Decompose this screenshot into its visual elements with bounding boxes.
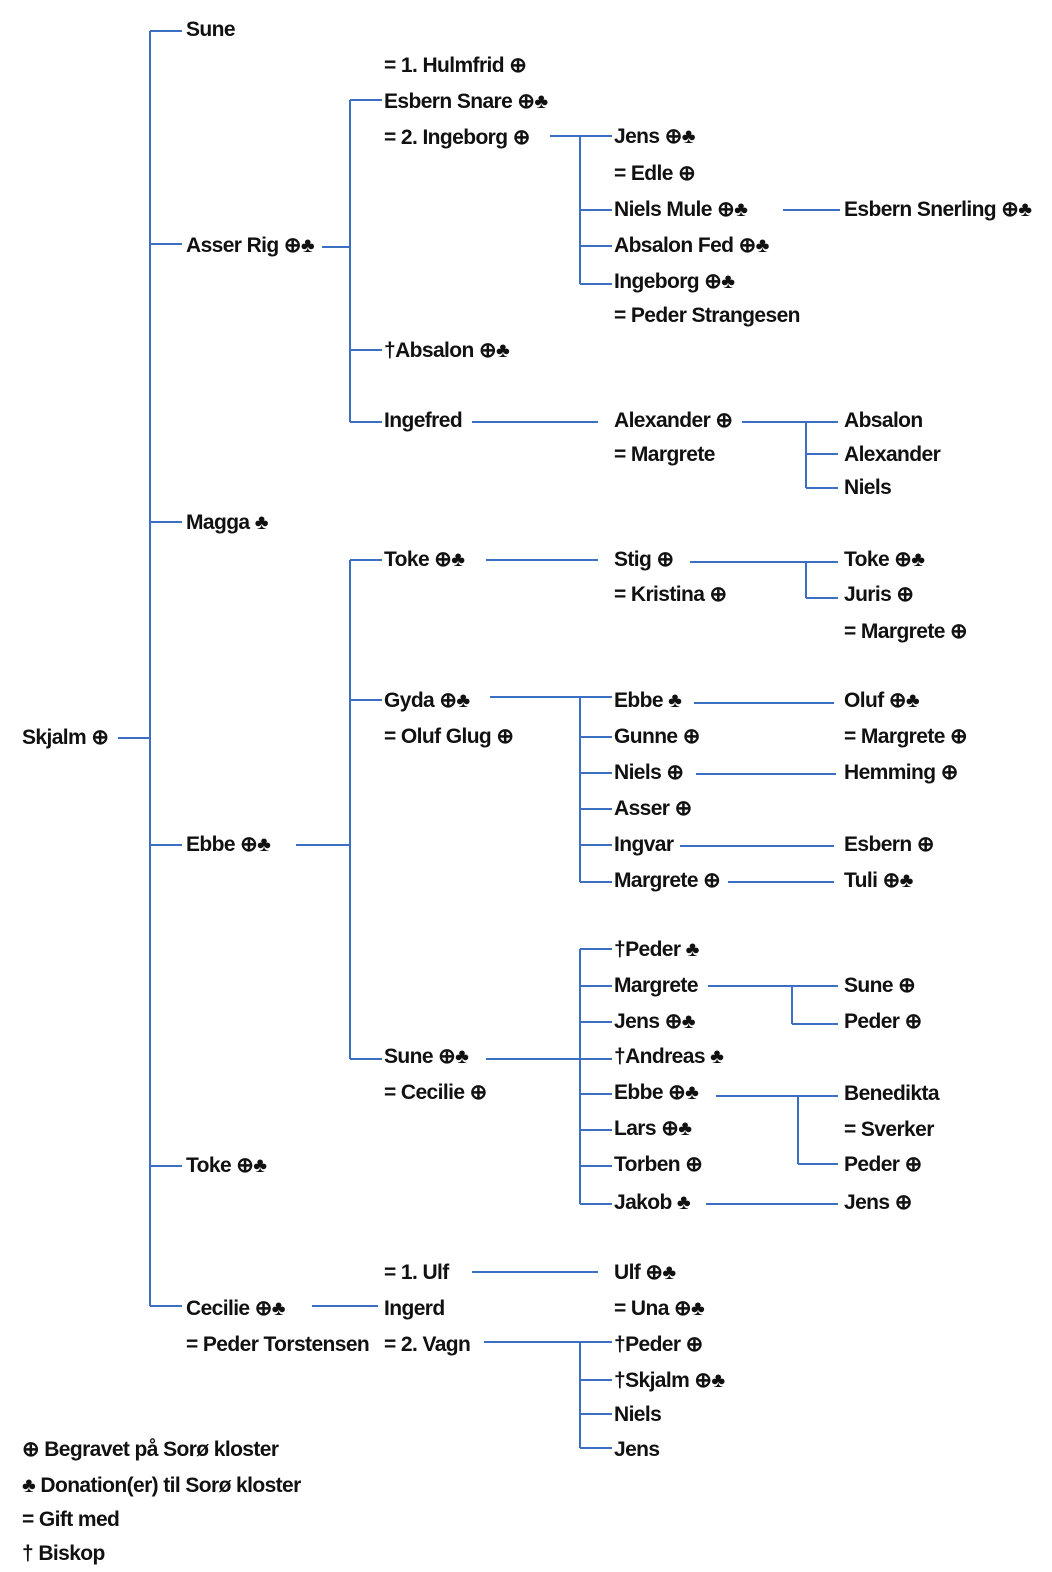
person-margrete-sune: Margrete — [614, 974, 698, 997]
spouse-ulf: = 1. Ulf — [384, 1261, 450, 1284]
person-jens-vagn: Jens — [614, 1438, 659, 1461]
person-benedikta: Benedikta — [844, 1082, 940, 1105]
spouse-peder-torstensen: = Peder Torstensen — [186, 1333, 369, 1356]
person-oluf: Oluf ⊕♣ — [844, 689, 920, 712]
person-ebbe: Ebbe ⊕♣ — [186, 833, 271, 856]
person-toke: Toke ⊕♣ — [186, 1154, 267, 1177]
person-sune-margrete: Sune ⊕ — [844, 974, 915, 997]
legend-donation: ♣ Donation(er) til Sorø kloster — [22, 1474, 301, 1497]
person-hemming: Hemming ⊕ — [844, 761, 958, 784]
spouse-sverker: = Sverker — [844, 1118, 934, 1141]
spouse-margrete-juris: = Margrete ⊕ — [844, 620, 967, 643]
spouse-cecilie: = Cecilie ⊕ — [384, 1081, 487, 1104]
person-jens: Jens ⊕♣ — [614, 125, 696, 148]
person-andreas-bishop: †Andreas ♣ — [614, 1045, 724, 1068]
person-peder-margrete: Peder ⊕ — [844, 1010, 922, 1033]
person-jakob: Jakob ♣ — [614, 1191, 691, 1214]
person-tuli: Tuli ⊕♣ — [844, 869, 914, 892]
person-niels-gyda: Niels ⊕ — [614, 761, 683, 784]
person-ebbe-gyda: Ebbe ♣ — [614, 689, 682, 712]
person-peder-bishop: †Peder ♣ — [614, 938, 700, 961]
person-ingvar: Ingvar — [614, 833, 674, 856]
spouse-vagn: = 2. Vagn — [384, 1333, 470, 1356]
person-lars: Lars ⊕♣ — [614, 1117, 692, 1140]
person-sune-ebbe: Sune ⊕♣ — [384, 1045, 469, 1068]
spouse-peder-strangesen: = Peder Strangesen — [614, 304, 800, 327]
person-alexander-jr: Alexander — [844, 443, 941, 466]
spouse-edle: = Edle ⊕ — [614, 162, 695, 185]
person-stig: Stig ⊕ — [614, 548, 674, 571]
spouse-margrete-oluf: = Margrete ⊕ — [844, 725, 967, 748]
person-asser: Asser ⊕ — [614, 797, 692, 820]
legend-bishop: † Biskop — [22, 1542, 105, 1565]
person-ingefred: Ingefred — [384, 409, 462, 432]
spouse-ingeborg: = 2. Ingeborg ⊕ — [384, 126, 530, 149]
person-jens-sune: Jens ⊕♣ — [614, 1010, 696, 1033]
person-skjalm: Skjalm ⊕ — [22, 726, 108, 749]
person-absalon-fed: Absalon Fed ⊕♣ — [614, 234, 770, 257]
legend-married: = Gift med — [22, 1508, 119, 1531]
person-ebbe-sune: Ebbe ⊕♣ — [614, 1081, 699, 1104]
spouse-oluf-glug: = Oluf Glug ⊕ — [384, 725, 513, 748]
person-magga: Magga ♣ — [186, 511, 269, 534]
person-toke-stig: Toke ⊕♣ — [844, 548, 925, 571]
tree-lines — [118, 30, 840, 1449]
person-absalon-bishop: †Absalon ⊕♣ — [384, 339, 510, 362]
spouse-hulmfrid: = 1. Hulmfrid ⊕ — [384, 54, 526, 77]
person-ingerd: Ingerd — [384, 1297, 445, 1320]
person-margrete-gyda: Margrete ⊕ — [614, 869, 720, 892]
person-toke-ebbe: Toke ⊕♣ — [384, 548, 465, 571]
person-asser-rig: Asser Rig ⊕♣ — [186, 234, 315, 257]
person-juris: Juris ⊕ — [844, 583, 913, 606]
legend: ⊕ Begravet på Sorø kloster ♣ Donation(er… — [22, 1438, 302, 1565]
person-esbern: Esbern ⊕ — [844, 833, 934, 856]
tree-labels: Skjalm ⊕ Sune Asser Rig ⊕♣ Magga ♣ Ebbe … — [22, 18, 1033, 1461]
person-jens-jakob: Jens ⊕ — [844, 1191, 912, 1214]
person-niels-vagn: Niels — [614, 1403, 661, 1426]
person-sune: Sune — [186, 18, 235, 41]
person-ulf: Ulf ⊕♣ — [614, 1261, 676, 1284]
person-cecilie: Cecilie ⊕♣ — [186, 1297, 286, 1320]
person-peder-ebbe: Peder ⊕ — [844, 1153, 922, 1176]
person-alexander: Alexander ⊕ — [614, 409, 732, 432]
spouse-kristina: = Kristina ⊕ — [614, 583, 727, 606]
person-absalon: Absalon — [844, 409, 923, 432]
person-gyda: Gyda ⊕♣ — [384, 689, 470, 712]
person-esbern-snare: Esbern Snare ⊕♣ — [384, 90, 548, 113]
person-peder-bishop-vagn: †Peder ⊕ — [614, 1333, 703, 1356]
person-skjalm-bishop: †Skjalm ⊕♣ — [614, 1369, 725, 1392]
spouse-margrete: = Margrete — [614, 443, 715, 466]
person-niels: Niels — [844, 476, 891, 499]
person-niels-mule: Niels Mule ⊕♣ — [614, 198, 748, 221]
person-esbern-snerling: Esbern Snerling ⊕♣ — [844, 198, 1032, 221]
person-ingeborg: Ingeborg ⊕♣ — [614, 270, 735, 293]
spouse-una: = Una ⊕♣ — [614, 1297, 705, 1320]
legend-buried: ⊕ Begravet på Sorø kloster — [22, 1438, 279, 1461]
person-gunne: Gunne ⊕ — [614, 725, 700, 748]
person-torben: Torben ⊕ — [614, 1153, 702, 1176]
